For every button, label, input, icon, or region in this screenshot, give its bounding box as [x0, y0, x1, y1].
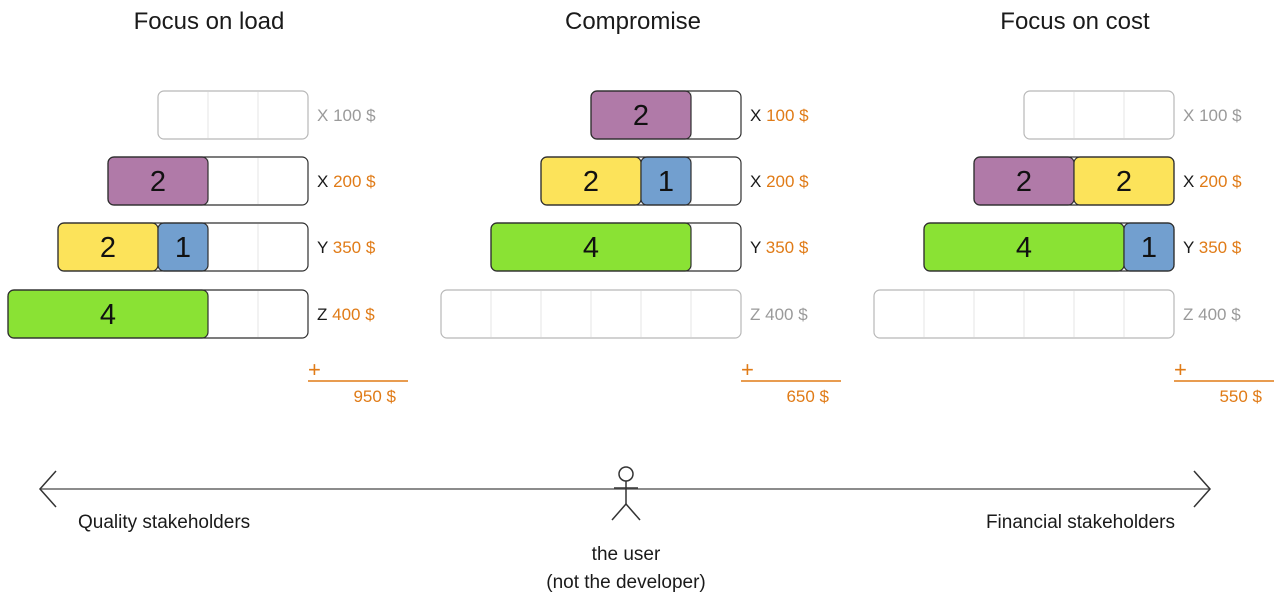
stakeholder-axis: Quality stakeholders Financial stakehold… — [38, 466, 1212, 593]
machine-row: 2 X 200 $ — [107, 156, 376, 206]
process-chip-value: 2 — [633, 100, 649, 132]
machine-capacity-outline — [590, 90, 742, 140]
process-chip-value: 1 — [175, 232, 191, 264]
machine-name: Z — [750, 305, 765, 324]
machine-cost: 100 $ — [1199, 106, 1242, 125]
financial-stakeholders-label: Financial stakeholders — [986, 512, 1175, 533]
panel-title-focus-on-cost: Focus on cost — [1000, 8, 1150, 35]
total-cost: 950 $ — [353, 387, 396, 406]
machine-cost-label: X 100 $ — [750, 106, 809, 125]
machine-row: 4 Z 400 $ — [7, 289, 375, 339]
user-label: the user — [592, 544, 661, 565]
machine-name: X — [1183, 172, 1199, 191]
machine-capacity-outline — [923, 222, 1175, 272]
machine-row: Z 400 $ — [440, 289, 808, 339]
machine-cost: 400 $ — [1198, 305, 1241, 324]
machine-row: X 100 $ — [1023, 90, 1242, 140]
machine-capacity-outline — [57, 222, 309, 272]
panel-title-compromise: Compromise — [564, 8, 702, 35]
machine-capacity-outline — [540, 156, 742, 206]
machine-name: Y — [1183, 238, 1199, 257]
quality-stakeholders-label: Quality stakeholders — [78, 512, 250, 533]
cost-total: +950 $ — [308, 357, 408, 406]
machine-capacity-outline — [157, 90, 309, 140]
process-chip-value: 2 — [150, 166, 166, 198]
machine-name: Y — [750, 238, 766, 257]
machine-cost-label: X 200 $ — [750, 172, 809, 191]
machine-name: Z — [317, 305, 332, 324]
machine-name: Z — [1183, 305, 1198, 324]
machine-capacity-outline — [490, 222, 742, 272]
process-chip-value: 4 — [583, 232, 599, 264]
machine-capacity-box — [158, 91, 308, 139]
cost-total: +550 $ — [1174, 357, 1274, 406]
left-arrowhead-icon — [38, 470, 57, 508]
machine-cost-label: Z 400 $ — [317, 305, 375, 324]
right-arrowhead-icon — [1193, 470, 1212, 508]
machine-cost: 350 $ — [766, 238, 809, 257]
machine-row: 2 1 X 200 $ — [540, 156, 809, 206]
process-chip-value: 2 — [583, 166, 599, 198]
machine-capacity-outline — [873, 289, 1175, 339]
machine-capacity-box — [1024, 91, 1174, 139]
machine-name: Y — [317, 238, 333, 257]
machine-cost: 100 $ — [333, 106, 376, 125]
plus-sign: + — [1174, 357, 1187, 382]
machine-row: 4 1 Y 350 $ — [923, 222, 1242, 272]
panel-focus-on-cost: X 100 $ 2 2 X 200 $ 4 1 Y 350 $ Z 400 $ +550 $ — [873, 90, 1274, 406]
machine-row: 2 X 100 $ — [590, 90, 809, 140]
panel-focus-on-load: X 100 $ 2 X 200 $ 2 1 Y 350 $ 4 Z 400 $ +950 $ — [7, 90, 408, 406]
process-chip-value: 2 — [1016, 166, 1032, 198]
machine-cost: 200 $ — [1199, 172, 1242, 191]
machine-row: X 100 $ — [157, 90, 376, 140]
machine-capacity-outline — [107, 156, 309, 206]
machine-capacity-outline — [440, 289, 742, 339]
machine-cost: 400 $ — [765, 305, 808, 324]
machine-name: X — [750, 172, 766, 191]
user-role-label: (not the developer) — [546, 572, 706, 593]
plus-sign: + — [308, 357, 321, 382]
machine-cost-label: Y 350 $ — [317, 238, 376, 257]
total-cost: 550 $ — [1219, 387, 1262, 406]
machine-cost-label: Y 350 $ — [1183, 238, 1242, 257]
panel-title-focus-on-load: Focus on load — [133, 8, 285, 35]
machine-capacity-outline — [7, 289, 309, 339]
stick-figure-icon — [611, 466, 641, 521]
machine-cost: 350 $ — [1199, 238, 1242, 257]
machine-cost-label: Z 400 $ — [750, 305, 808, 324]
process-chip-value: 4 — [1016, 232, 1032, 264]
machine-cost: 400 $ — [332, 305, 375, 324]
machine-cost-label: Z 400 $ — [1183, 305, 1241, 324]
machine-cost-label: X 200 $ — [317, 172, 376, 191]
machine-capacity-outline — [973, 156, 1175, 206]
total-cost: 650 $ — [786, 387, 829, 406]
machine-row: Z 400 $ — [873, 289, 1241, 339]
process-chip-value: 1 — [1141, 232, 1157, 264]
cost-total: +650 $ — [741, 357, 841, 406]
process-chip-value: 2 — [100, 232, 116, 264]
machine-cost-label: X 100 $ — [1183, 106, 1242, 125]
machine-name: X — [317, 172, 333, 191]
machine-name: X — [750, 106, 766, 125]
process-chip-value: 4 — [100, 299, 116, 331]
machine-row: 4 Y 350 $ — [490, 222, 809, 272]
machine-name: X — [1183, 106, 1199, 125]
machine-capacity-outline — [1023, 90, 1175, 140]
process-chip-value: 1 — [658, 166, 674, 198]
machine-cost-label: X 100 $ — [317, 106, 376, 125]
machine-row: 2 2 X 200 $ — [973, 156, 1242, 206]
process-chip-value: 2 — [1116, 166, 1132, 198]
machine-cost: 350 $ — [333, 238, 376, 257]
machine-cost: 200 $ — [333, 172, 376, 191]
machine-cost-label: Y 350 $ — [750, 238, 809, 257]
machine-row: 2 1 Y 350 $ — [57, 222, 376, 272]
machine-cost: 200 $ — [766, 172, 809, 191]
plus-sign: + — [741, 357, 754, 382]
machine-cost-label: X 200 $ — [1183, 172, 1242, 191]
machine-name: X — [317, 106, 333, 125]
machine-cost: 100 $ — [766, 106, 809, 125]
